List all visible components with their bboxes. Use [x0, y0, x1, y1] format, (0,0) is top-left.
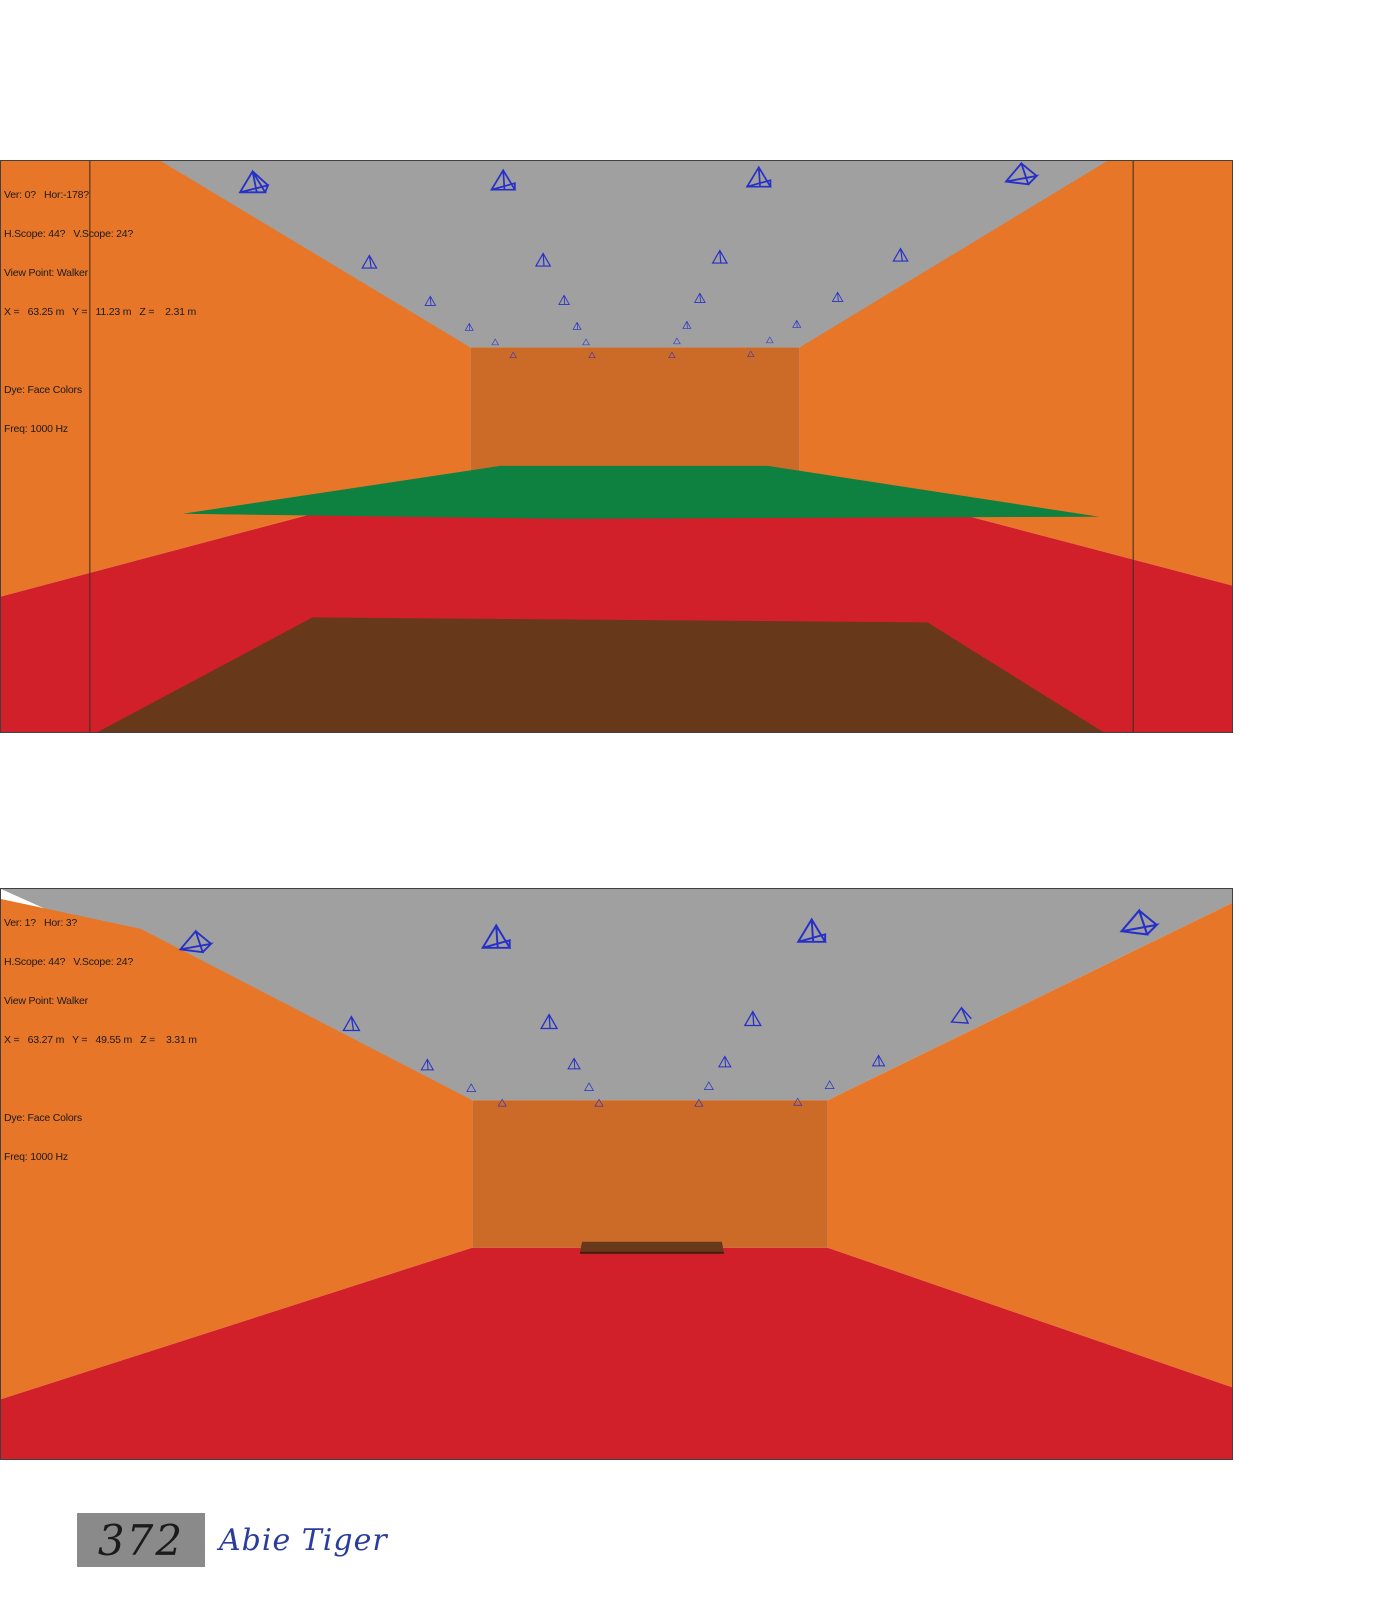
speaker-icon — [420, 1058, 435, 1071]
speaker-icon — [824, 1080, 835, 1089]
speaker-icon — [361, 254, 378, 269]
speaker-icon — [950, 1006, 972, 1024]
speaker-icon — [540, 1013, 559, 1030]
speaker-icon — [668, 351, 676, 358]
left-side-wall — [1, 898, 473, 1400]
hud-viewpoint: View Point: Walker — [4, 267, 88, 279]
floor-plane — [1, 1247, 1232, 1459]
hud-overlay: Ver: 0? Hor:-178? H.Scope: 44? V.Scope: … — [4, 163, 196, 462]
speaker-icon — [831, 291, 844, 302]
speaker-icon — [480, 923, 512, 949]
speaker-icon — [509, 351, 517, 358]
speaker-icon — [871, 1054, 886, 1067]
ceiling-plane — [1, 161, 1232, 348]
stage-edge — [580, 1251, 724, 1254]
page-number: 372 — [77, 1513, 205, 1567]
speaker-icon — [238, 169, 270, 194]
stage-platform — [97, 617, 1104, 732]
stage-platform — [580, 1241, 724, 1252]
speaker-icon — [743, 1010, 762, 1027]
room-view-1[interactable]: Ver: 0? Hor:-178? H.Scope: 44? V.Scope: … — [0, 160, 1233, 733]
hud-scope: H.Scope: 44? V.Scope: 24? — [4, 228, 134, 240]
speaker-icon — [792, 319, 802, 328]
speaker-icon — [1119, 908, 1160, 936]
speaker-icon — [711, 249, 729, 264]
speaker-icon — [584, 1082, 595, 1091]
speaker-icon — [567, 1057, 581, 1070]
speaker-icon — [491, 338, 500, 346]
speaker-icon — [673, 337, 681, 345]
right-side-wall — [799, 161, 1232, 586]
speaker-array-2 — [178, 908, 1160, 1107]
hud-coordinates: X = 63.25 m Y = 11.23 m Z = 2.31 m — [4, 306, 197, 318]
hud-overlay: Ver: 1? Hor: 3? H.Scope: 44? V.Scope: 24… — [4, 891, 197, 1190]
speaker-icon — [892, 247, 909, 262]
page-footer: 372 Abie Tiger — [77, 1513, 388, 1567]
speaker-icon — [745, 165, 772, 188]
speaker-icon — [178, 929, 214, 954]
room-render-2 — [1, 889, 1232, 1459]
speaker-icon — [594, 1098, 604, 1107]
speaker-icon — [490, 168, 517, 191]
speaker-icon — [693, 292, 706, 303]
speaker-icon — [424, 295, 437, 306]
hud-scope: H.Scope: 44? V.Scope: 24? — [4, 956, 134, 968]
author-signature: Abie Tiger — [219, 1522, 388, 1558]
speaker-icon — [534, 252, 552, 267]
hud-viewpoint: View Point: Walker — [4, 995, 88, 1007]
ceiling-plane — [1, 889, 1232, 1101]
room-render-1 — [1, 161, 1232, 732]
hud-frequency: Freq: 1000 Hz — [4, 423, 68, 435]
hud-frequency: Freq: 1000 Hz — [4, 1151, 68, 1163]
left-side-wall — [1, 161, 471, 597]
room-view-2[interactable]: Ver: 1? Hor: 3? H.Scope: 44? V.Scope: 24… — [0, 888, 1233, 1460]
right-side-wall — [827, 902, 1232, 1388]
back-wall — [470, 347, 800, 472]
speaker-icon — [588, 351, 596, 358]
speaker-icon — [747, 350, 755, 357]
speaker-icon — [558, 294, 571, 305]
speaker-array-1 — [238, 161, 1040, 358]
speaker-icon — [497, 1098, 507, 1107]
speaker-icon — [765, 336, 774, 344]
speaker-icon — [793, 1097, 803, 1106]
speaker-icon — [466, 1083, 477, 1092]
speaker-icon — [464, 322, 474, 331]
back-wall — [472, 1100, 828, 1248]
speaker-icon — [342, 1015, 361, 1032]
speaker-icon — [694, 1098, 704, 1107]
speaker-icon — [682, 320, 692, 329]
speaker-icon — [572, 321, 582, 330]
hud-angles: Ver: 0? Hor:-178? — [4, 189, 89, 201]
hud-dye: Dye: Face Colors — [4, 1112, 82, 1124]
speaker-icon — [796, 917, 827, 943]
speaker-icon — [582, 338, 590, 346]
speaker-icon — [703, 1081, 714, 1090]
hud-coordinates: X = 63.27 m Y = 49.55 m Z = 3.31 m — [4, 1034, 197, 1046]
hud-angles: Ver: 1? Hor: 3? — [4, 917, 78, 929]
speaker-icon — [717, 1055, 732, 1068]
reflector-panel — [182, 465, 1100, 519]
hud-dye: Dye: Face Colors — [4, 384, 82, 396]
speaker-icon — [1004, 161, 1040, 186]
